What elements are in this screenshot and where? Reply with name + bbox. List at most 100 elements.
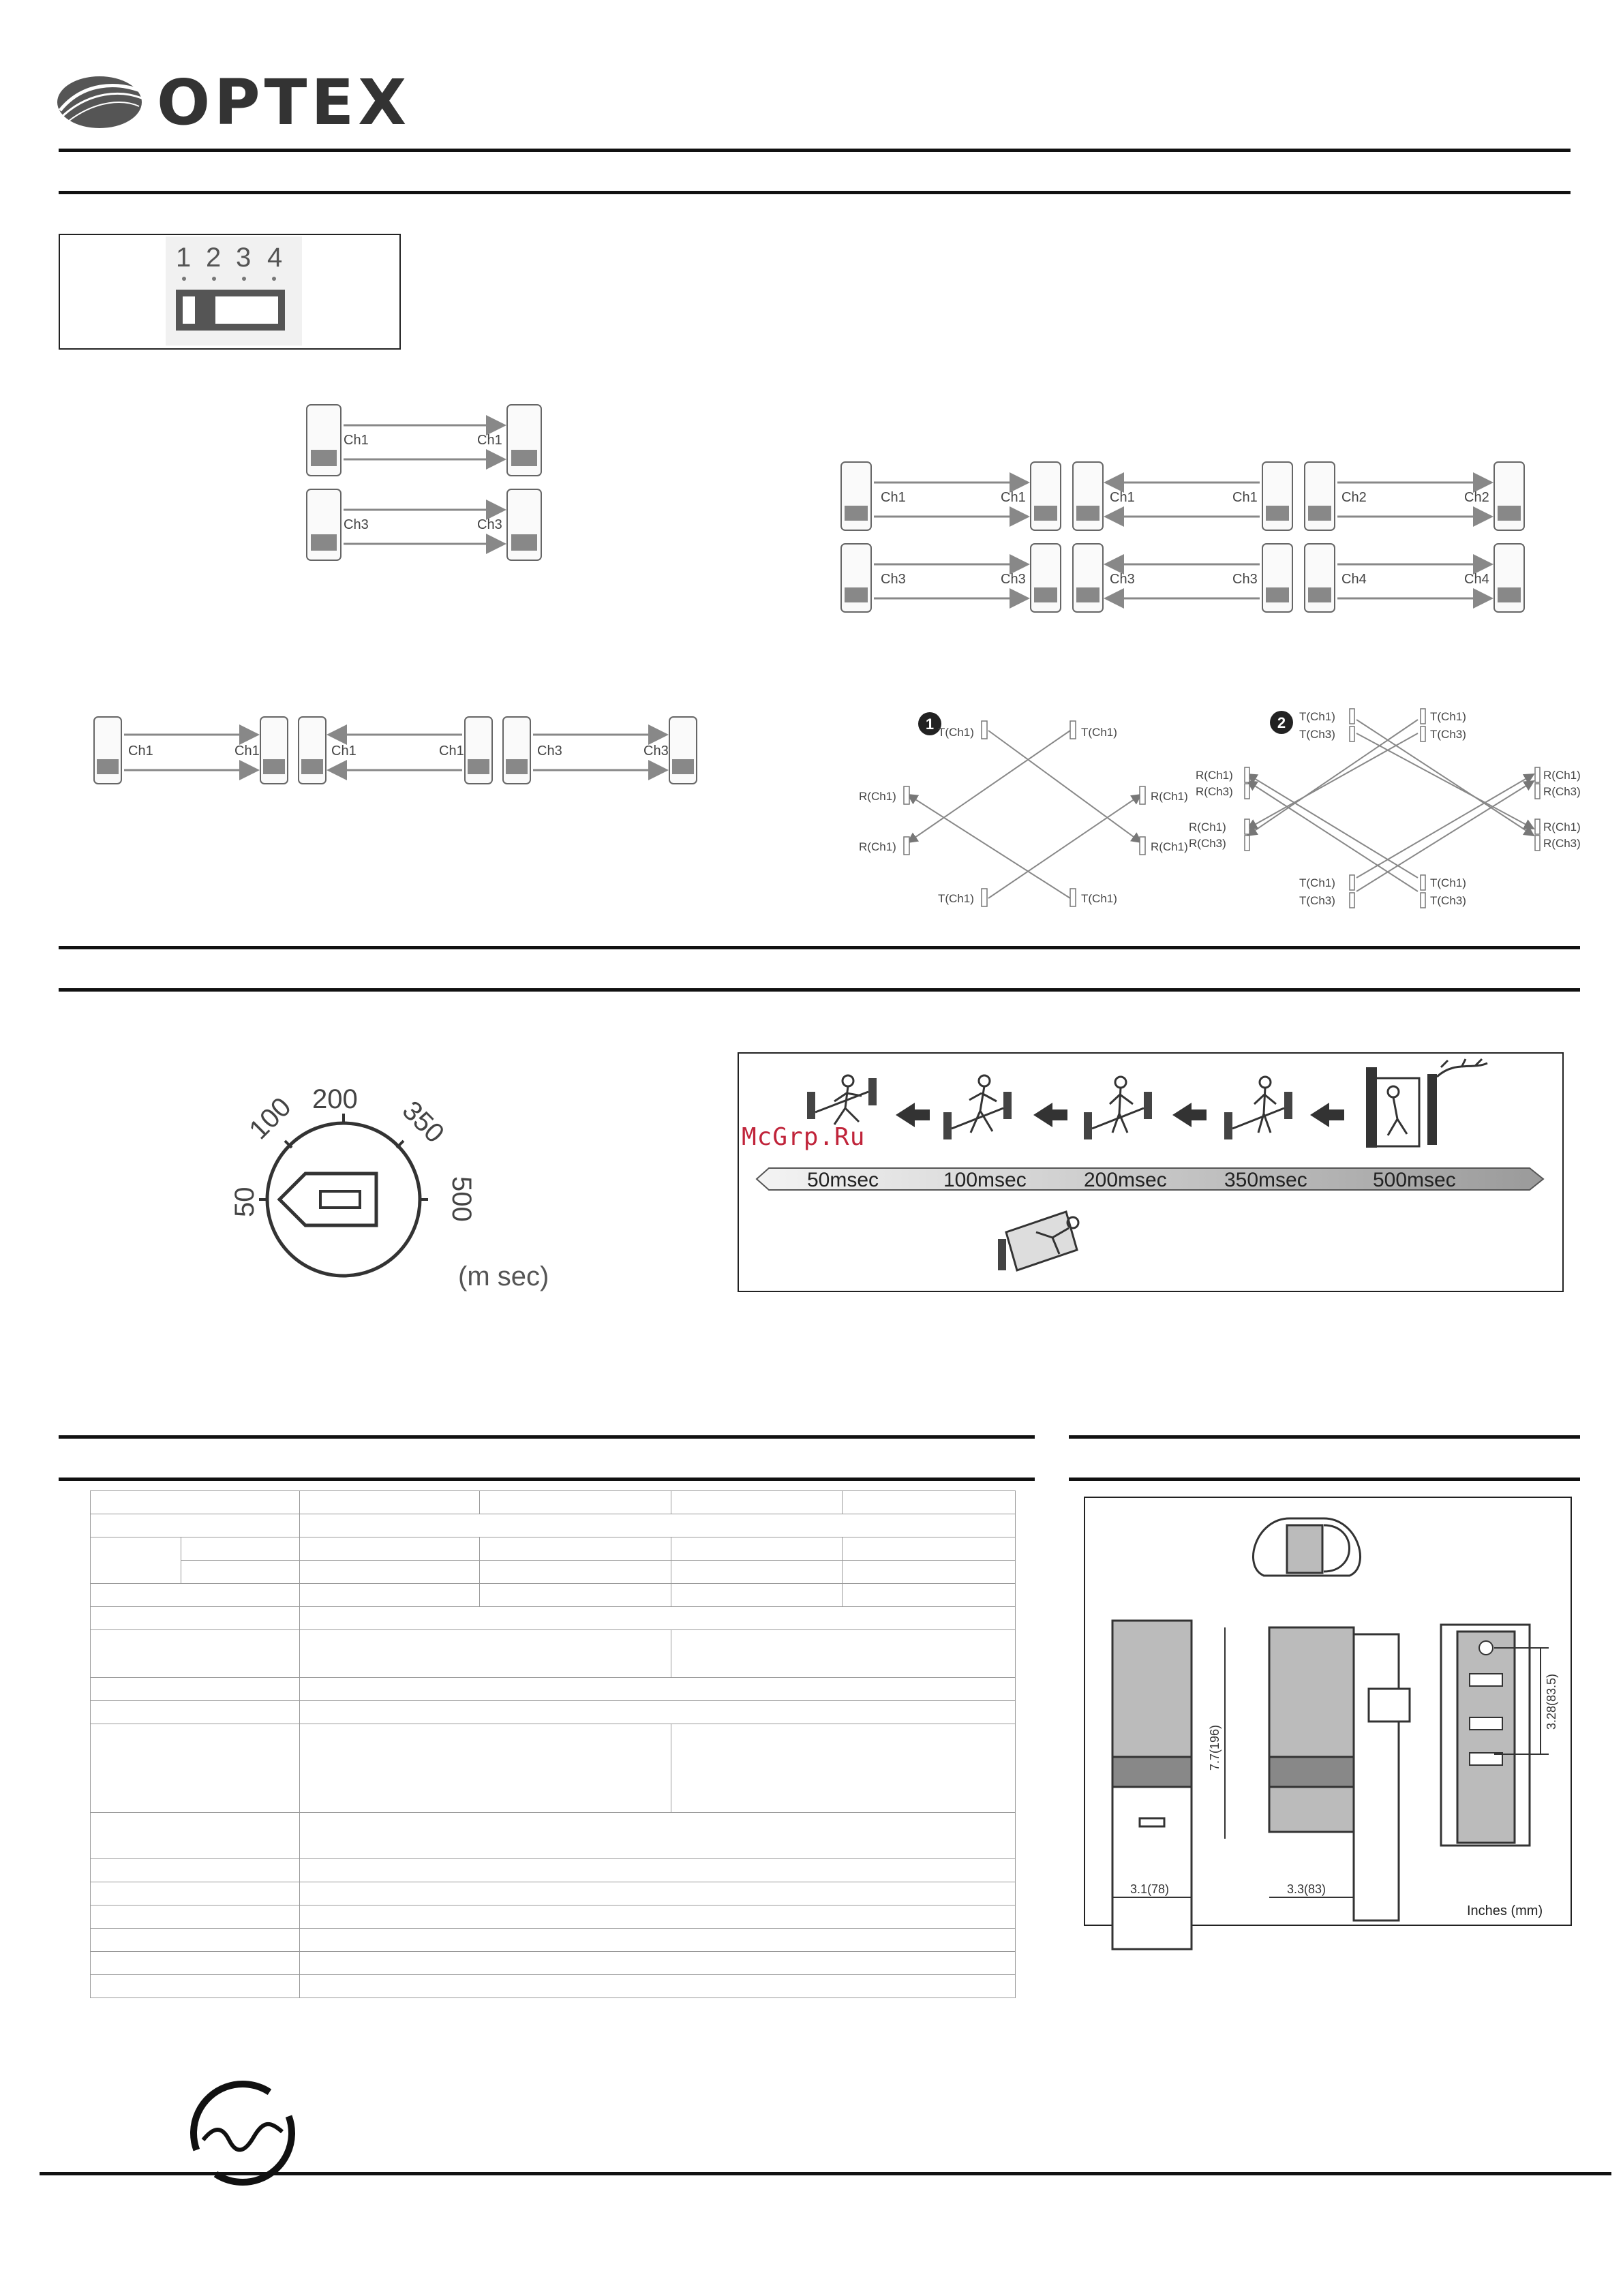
spec-rule-1 [59, 1435, 1035, 1439]
section-rule-4 [59, 988, 1580, 992]
optex-swoosh-icon [57, 76, 142, 128]
cd1-label-1: T(Ch1) [938, 726, 974, 739]
grid-cell-4-right: Ch3 [1001, 572, 1026, 587]
diagram-1-badge [918, 712, 941, 735]
response-strip-bar [755, 1167, 1545, 1191]
row-cell-3-left: Ch3 [537, 744, 562, 759]
top-view [1252, 1517, 1361, 1577]
dip-switch-lever [195, 296, 215, 324]
grid-cell-3-left: Ch2 [1341, 490, 1367, 505]
header-rule-2 [59, 191, 1571, 194]
figure-200msec [1084, 1075, 1152, 1139]
table-row [90, 1882, 1016, 1905]
table-row [90, 1629, 1016, 1678]
table-row [90, 1928, 1016, 1952]
figure-crawling [998, 1210, 1080, 1272]
dimensions-drawing: 3.1(78) 7.7(196) 3.3(83) 3.28(83.5) Inch… [1084, 1497, 1572, 1950]
dip-number-1: 1 [176, 243, 191, 273]
cd2-mid-left-upper-1: R(Ch1) [1196, 769, 1233, 782]
grid-cell-5-right: Ch3 [1232, 572, 1258, 587]
response-time-illustration: 50msec 100msec 200msec 350msec 500msec [738, 1052, 1564, 1292]
cross-diagram-2: 2 T(Ch1) T(Ch3) T(Ch1) T(Ch3) R(Ch1) R(C… [1189, 708, 1581, 908]
cd1-label-8: T(Ch1) [1081, 892, 1117, 905]
cd2-mid-right-upper-2: R(Ch3) [1543, 785, 1581, 798]
pair2-right-label: Ch3 [477, 517, 502, 532]
dial-label-50: 50 [230, 1187, 260, 1218]
table-row [90, 1812, 1016, 1859]
dim-rule-2 [1069, 1478, 1580, 1481]
grid-cell-3-right: Ch2 [1464, 490, 1489, 505]
diagram-1-number: 1 [926, 716, 934, 733]
grid-cell-1-right: Ch1 [1001, 490, 1026, 505]
brand-logo: OPTEX [56, 66, 406, 139]
response-time-dial: 50 100 200 350 500 (m sec) [230, 1084, 549, 1291]
watermark: McGrp.Ru [742, 1123, 866, 1151]
dip-number-2: 2 [206, 243, 221, 273]
dial-unit: (m sec) [458, 1261, 549, 1291]
specification-table [90, 1490, 1016, 1998]
dim-height: 7.7(196) [1208, 1725, 1222, 1771]
row-cell-1-left: Ch1 [128, 744, 153, 759]
grid-cell-2-right: Ch1 [1232, 490, 1258, 505]
side-view [1268, 1626, 1411, 1922]
dim-units: Inches (mm) [1467, 1903, 1543, 1918]
cd2-bottom-right-1: T(Ch1) [1430, 876, 1466, 889]
table-row [90, 1858, 1016, 1882]
row-cell-3-right: Ch3 [643, 744, 669, 759]
grid-cell-2-left: Ch1 [1110, 490, 1135, 505]
row-cell-2-right: Ch1 [439, 744, 464, 759]
table-row [90, 1490, 1016, 1514]
table-row [90, 1677, 1016, 1701]
row-cell-1-right: Ch1 [234, 744, 260, 759]
footer-emblem-icon [190, 2081, 295, 2186]
grid-cell-6-right: Ch4 [1464, 572, 1489, 587]
dial-label-200: 200 [312, 1084, 358, 1114]
grid-cell-4-left: Ch3 [881, 572, 906, 587]
figure-100msec [943, 1074, 1012, 1139]
cd2-top-left-1: T(Ch1) [1299, 710, 1335, 723]
figure-50msec [807, 1074, 877, 1125]
table-row [90, 1951, 1016, 1975]
table-row [90, 1724, 1016, 1813]
tick-100 [284, 1139, 293, 1149]
arrow-left-icon [1310, 1103, 1344, 1127]
table-row [90, 1514, 1016, 1537]
table-row [90, 1974, 1016, 1998]
cd1-label-4: R(Ch1) [1151, 790, 1188, 803]
channel-diagram-row: Ch1 Ch1 Ch1 Ch1 Ch3 Ch3 [93, 716, 697, 784]
cd2-mid-left-lower-2: R(Ch3) [1189, 837, 1226, 850]
dial-slot [319, 1190, 361, 1209]
cd1-label-2: T(Ch1) [1081, 726, 1117, 739]
header-rule-1 [59, 149, 1571, 152]
dial-label-100: 100 [243, 1092, 297, 1145]
dim-hole-pitch: 3.28(83.5) [1545, 1674, 1558, 1730]
cd2-mid-left-lower-1: R(Ch1) [1189, 821, 1226, 833]
channel-diagram-grid: Ch1 Ch1 Ch1 Ch1 Ch2 Ch2 Ch3 Ch3 Ch3 Ch3 [840, 461, 1525, 613]
front-view [1111, 1619, 1193, 1950]
table-row [90, 1537, 1016, 1584]
arrow-left-icon [1172, 1103, 1207, 1127]
diagram-2-badge [1270, 711, 1293, 734]
back-view [1440, 1623, 1531, 1847]
pair2-left-label: Ch3 [344, 517, 369, 532]
pair1-left-label: Ch1 [344, 433, 369, 448]
table-row [90, 1606, 1016, 1630]
diagram-2-number: 2 [1277, 714, 1286, 731]
cd2-mid-right-upper-1: R(Ch1) [1543, 769, 1581, 782]
grid-cell-6-left: Ch4 [1341, 572, 1367, 587]
cd2-bottom-right-2: T(Ch3) [1430, 894, 1466, 907]
cd2-mid-right-lower-2: R(Ch3) [1543, 837, 1581, 850]
strip-label-50: 50msec [807, 1169, 879, 1191]
cd1-label-3: R(Ch1) [859, 790, 896, 803]
grid-cell-1-left: Ch1 [881, 490, 906, 505]
cd2-mid-left-upper-2: R(Ch3) [1196, 785, 1233, 798]
dip-switch-box: 1 2 3 4 [59, 234, 401, 350]
channel-diagram-pairs: Ch1 Ch1 Ch3 Ch3 [306, 404, 542, 561]
figure-350msec [1224, 1075, 1292, 1139]
tick-350 [395, 1139, 405, 1149]
dip-number-3: 3 [236, 243, 251, 273]
dim-depth: 3.3(83) [1287, 1882, 1326, 1896]
section-rule-3 [59, 946, 1580, 949]
row-cell-2-left: Ch1 [331, 744, 357, 759]
cd1-label-6: R(Ch1) [1151, 840, 1188, 853]
